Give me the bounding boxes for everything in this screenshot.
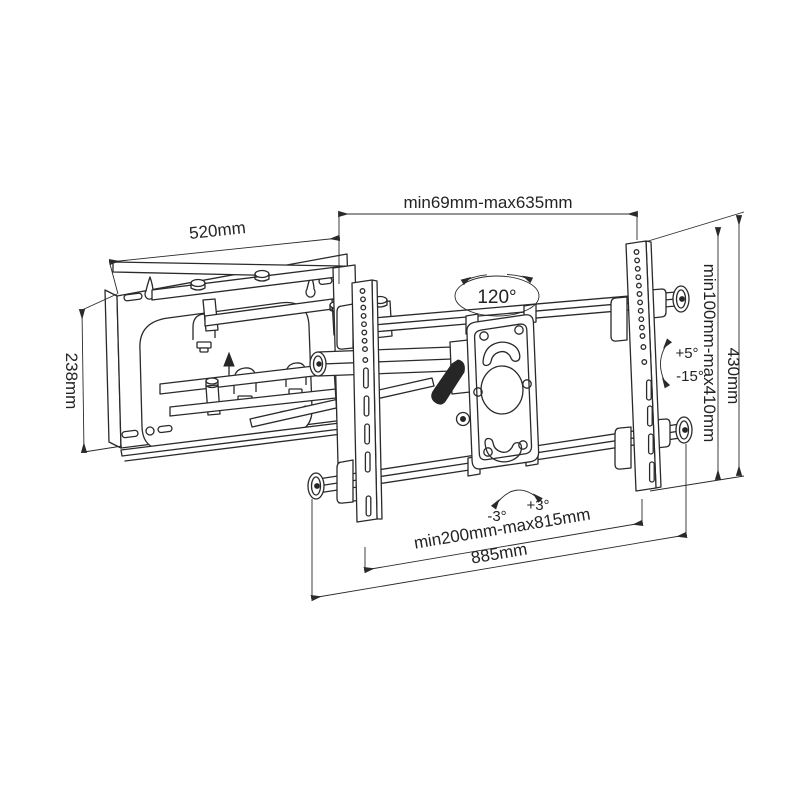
left-bracket-slots	[362, 367, 372, 517]
swivel-angle-label: 120°	[477, 287, 516, 308]
vesa-plate-inner	[473, 323, 533, 461]
right-bracket-front	[625, 240, 657, 492]
right-tv-bracket	[610, 240, 671, 492]
rail-hook	[336, 303, 354, 350]
roll-right-label: +3°	[526, 497, 549, 514]
dim-bracket-height-label: 430mm	[724, 348, 743, 405]
mounting-slot	[123, 292, 143, 302]
tilt-up-label: +5°	[675, 345, 698, 362]
mounting-slot	[121, 429, 139, 439]
mounting-hole	[145, 426, 155, 436]
rail-hook	[614, 426, 632, 470]
bolt-head	[190, 278, 206, 291]
vesa-plate	[465, 303, 540, 477]
left-tv-bracket	[336, 279, 383, 523]
dim-rail-length: 885mm	[310, 444, 688, 602]
rail-hook	[610, 296, 628, 342]
wall-plate-bottom-edge	[124, 431, 359, 462]
left-bracket-holes	[359, 288, 369, 363]
dim-vertical-range-label: min100mm-max410mm	[700, 264, 719, 443]
keyhole-slot	[305, 274, 316, 298]
vesa-arch-slot-top	[482, 341, 521, 367]
upper-rail-end-cap	[672, 285, 690, 313]
dim-plate-width-label: 520mm	[188, 218, 246, 243]
right-bracket-holes	[633, 249, 648, 365]
bolt-head	[205, 377, 219, 389]
rail-hook	[336, 459, 354, 504]
dim-top-span: min69mm-max635mm	[338, 193, 638, 284]
annotation-tilt: +5° -15°	[660, 338, 704, 389]
adjust-bolt	[455, 411, 471, 427]
bolt-head	[254, 269, 270, 282]
vesa-center-hole	[480, 365, 524, 415]
tilt-down-label: -15°	[676, 368, 704, 385]
mounting-slot	[157, 424, 173, 434]
right-bracket-slots	[645, 379, 655, 483]
vesa-arch-slot-bottom	[484, 437, 523, 463]
dim-plate-height-label: 238mm	[62, 353, 81, 410]
lower-rail-end-cap	[675, 416, 693, 444]
dim-top-span-label: min69mm-max635mm	[403, 193, 572, 212]
vesa-plate-outer	[466, 314, 540, 470]
locking-lever	[431, 359, 465, 405]
annotation-swivel: 120°	[454, 274, 540, 317]
dim-right-side: min100mm-max410mm 430mm	[644, 211, 745, 492]
dim-plate-height: 238mm	[62, 293, 123, 453]
